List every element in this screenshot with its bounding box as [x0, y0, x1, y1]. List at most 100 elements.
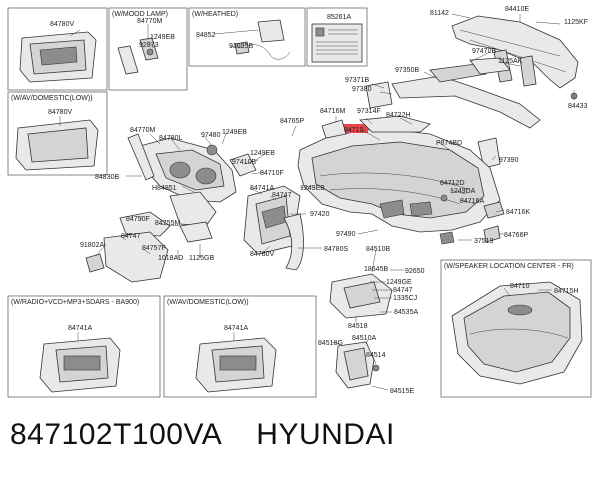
label-1018AD: 1018AD	[158, 255, 183, 262]
knee-bolster-part	[329, 273, 393, 319]
label-92873: 92873	[139, 42, 159, 49]
upper-garnish-part	[321, 115, 431, 139]
inset-box-av-top-left	[7, 7, 108, 91]
label-1249EB-3: 1249EB	[250, 150, 275, 157]
part-number-text: 847102T100VA	[10, 418, 223, 451]
label-84514: 84514	[366, 352, 386, 359]
inset-box-mood-lamp	[108, 7, 188, 91]
label-84518: 84518	[348, 323, 368, 330]
label-84410E: 84410E	[505, 6, 529, 13]
label-84757F: 84757F	[142, 245, 166, 252]
lower-trim-part	[85, 191, 217, 283]
leader-lines	[59, 13, 575, 391]
label-84750F: 84750F	[126, 216, 150, 223]
label-84852: 84852	[196, 32, 216, 39]
inset-box-av-domestic-low-top	[7, 91, 108, 176]
main-dashboard-part	[297, 127, 501, 233]
label-81142: 81142	[430, 10, 449, 17]
label-84515E: 84515E	[390, 388, 414, 395]
label-84747: 84747	[272, 192, 292, 199]
label-84710F: 84710F	[260, 170, 284, 177]
label-84510A: 84510A	[352, 335, 376, 342]
cluster-fascia-part	[139, 137, 237, 203]
side-bracket-part	[439, 201, 505, 245]
radio-bezel-part	[39, 337, 121, 393]
label-84766P: 84766P	[504, 232, 528, 239]
label-1249DA: 1249DA	[450, 188, 476, 195]
label-84518G: 84518G	[318, 340, 343, 347]
trim-strip-part	[127, 133, 257, 181]
av-bezel-low-part	[195, 337, 277, 393]
warning-label-part	[311, 23, 363, 63]
label-92650: 92650	[405, 268, 425, 275]
label-84712D: 84712D	[440, 180, 465, 187]
parts-diagram: (W/MOOD LAMP) (W/HEATHED) (W/AV/DOMESTIC…	[7, 6, 592, 398]
label-84433: 84433	[568, 103, 588, 110]
label-84747-3: 84747	[393, 287, 413, 294]
label-97470B: 97470B	[472, 48, 496, 55]
label-84765P: 84765P	[280, 118, 304, 125]
label-84747-2: 84747	[121, 233, 141, 240]
inset-box-label-85261A	[306, 7, 368, 67]
inset-box-speaker	[440, 259, 592, 398]
label-84710: 84710	[344, 127, 364, 134]
label-1125KF: 1125KF	[564, 19, 588, 26]
label-P874BD: P874BD	[436, 140, 462, 147]
label-84780V: 84780V	[50, 21, 74, 28]
header-av-domestic-low-bottom: (W/AV/DOMESTIC(LOW))	[167, 299, 249, 306]
highlighted-part-marker	[342, 124, 368, 133]
label-84716A: 84716A	[460, 198, 484, 205]
brand-text: HYUNDAI	[256, 418, 395, 451]
center-stack-part	[243, 185, 301, 255]
header-radio: (W/RADIO+VCD+MP3+SDARS - BA900)	[11, 299, 139, 306]
label-97390: 97390	[499, 157, 519, 164]
heated-switch-part	[234, 19, 291, 60]
label-85261A: 85261A	[327, 14, 351, 21]
label-84755M: 84755M	[155, 220, 180, 227]
label-84830B: 84830B	[95, 174, 119, 181]
label-84770M: 84770M	[137, 18, 162, 25]
label-84716M: 84716M	[320, 108, 345, 115]
label-84780L: 84780L	[159, 135, 182, 142]
label-1249EB-4: 1249EB	[300, 185, 325, 192]
label-97350B: 97350B	[395, 67, 419, 74]
label-97371B: 97371B	[345, 77, 369, 84]
label-84780V-center: 84780V	[250, 251, 274, 258]
label-84770M-main: 84770M	[130, 127, 155, 134]
label-1249GE: 1249GE	[386, 279, 412, 286]
label-97420: 97420	[310, 211, 330, 218]
mood-lamp-part	[117, 37, 159, 75]
label-18645B: 18645B	[364, 266, 388, 273]
part-labels: 84780V 84770M 1249EB 92873 84852 93695B …	[48, 6, 588, 395]
label-84780S: 84780S	[324, 246, 348, 253]
inset-box-heated	[188, 7, 306, 67]
header-av-domestic-low-top: (W/AV/DOMESTIC(LOW))	[11, 95, 93, 102]
header-speaker: (W/SPEAKER LOCATION CENTER - FR)	[444, 263, 574, 270]
inset-box-radio	[7, 295, 161, 398]
speaker-dashboard-part	[451, 281, 583, 385]
label-97314F: 97314F	[357, 108, 381, 115]
label-1249EB: 1249EB	[150, 34, 175, 41]
inset-box-av-domestic-low-bottom	[163, 295, 317, 398]
label-97480: 97480	[201, 132, 221, 139]
av-bracket-top-part	[19, 31, 97, 83]
label-97490: 97490	[336, 231, 356, 238]
label-84510B: 84510B	[366, 246, 390, 253]
label-91802A: 91802A	[80, 242, 104, 249]
label-84741A: 84741A	[250, 185, 274, 192]
header-heated: (W/HEATHED)	[192, 11, 238, 18]
label-1125GB: 1125GB	[189, 255, 214, 262]
label-84741A-av: 84741A	[224, 325, 248, 332]
label-1249EB-2: 1249EB	[222, 129, 247, 136]
label-84741A-radio: 84741A	[68, 325, 92, 332]
label-93695B: 93695B	[229, 43, 253, 50]
av-bracket-low-part	[15, 119, 99, 171]
label-84780V-low-top: 84780V	[48, 109, 72, 116]
label-84710-speaker: 84710	[510, 283, 530, 290]
curved-trim-part	[283, 213, 304, 271]
glove-box-part	[335, 341, 380, 389]
label-84716K: 84716K	[506, 209, 530, 216]
label-84722H: 84722H	[386, 112, 411, 119]
header-mood-lamp: (W/MOOD LAMP)	[112, 11, 168, 18]
label-84535A: 84535A	[394, 309, 418, 316]
